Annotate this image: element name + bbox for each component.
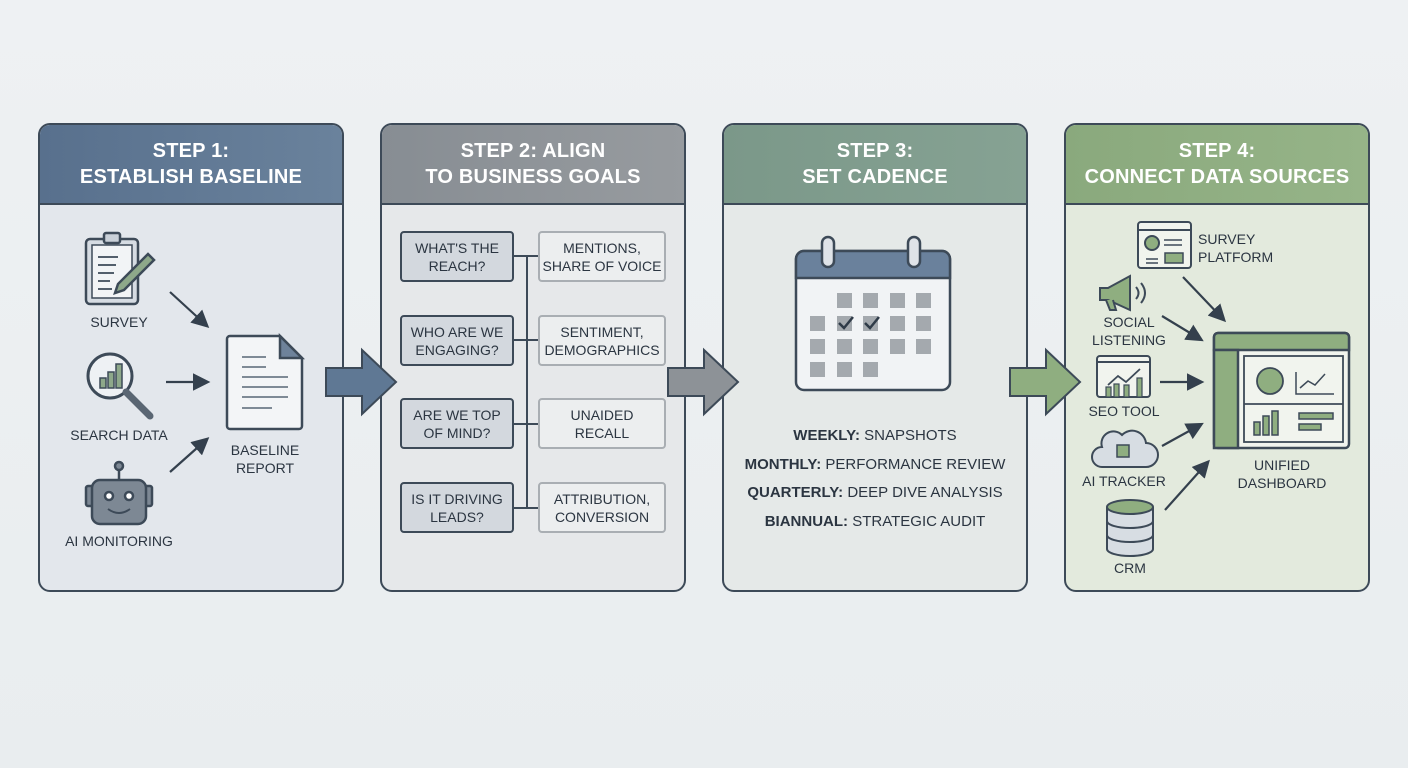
megaphone-icon xyxy=(1099,274,1146,312)
baseline-report-label: BASELINE REPORT xyxy=(231,441,299,477)
metric-line: MENTIONS, xyxy=(563,239,641,256)
cadence-period: QUARTERLY: xyxy=(747,484,844,501)
unified-dashboard-label: UNIFIED DASHBOARD xyxy=(1238,456,1327,492)
metric-line: DEMOGRAPHICS xyxy=(544,341,660,358)
dashboard-icon xyxy=(1212,331,1351,450)
clipboard-pencil-icon xyxy=(84,231,156,306)
step-arrow-2-3 xyxy=(667,347,740,417)
cadence-biannual: BIANNUAL: STRATEGIC AUDIT xyxy=(765,513,986,530)
step-3-subtitle: SET CADENCE xyxy=(802,166,948,188)
label-line: LISTENING xyxy=(1092,332,1166,348)
label-line: SOCIAL xyxy=(1103,314,1155,330)
calendar-icon xyxy=(794,235,952,392)
label-line: UNIFIED xyxy=(1254,457,1310,473)
social-listening-label: SOCIAL LISTENING xyxy=(1092,313,1166,349)
cadence-weekly: WEEKLY: SNAPSHOTS xyxy=(793,427,956,444)
ai-tracker-label: AI TRACKER xyxy=(1082,473,1166,489)
magnifier-chart-icon xyxy=(86,352,154,420)
step-4-header: STEP 4: CONNECT DATA SOURCES xyxy=(1066,125,1368,205)
seo-tool-label: SEO TOOL xyxy=(1088,403,1160,419)
step-4-flow-arrows xyxy=(1160,276,1227,511)
label-line: PLATFORM xyxy=(1198,249,1274,265)
database-icon xyxy=(1106,499,1154,557)
cadence-monthly: MONTHLY: PERFORMANCE REVIEW xyxy=(745,456,1006,473)
step-arrow-3-4 xyxy=(1009,347,1082,417)
step-4-title: STEP 4: xyxy=(1178,140,1256,162)
step-2-connectors xyxy=(514,255,538,509)
ai-monitoring-label: AI MONITORING xyxy=(65,533,173,549)
step-1-subtitle: ESTABLISH BASELINE xyxy=(79,166,303,188)
question-line: ARE WE TOP xyxy=(413,406,501,423)
metric-line: ATTRIBUTION, xyxy=(553,490,651,507)
metric-line: SHARE OF VOICE xyxy=(542,257,662,274)
question-line: IS IT DRIVING xyxy=(411,490,503,507)
baseline-report-line2: REPORT xyxy=(235,460,295,476)
step-1-flow-arrows xyxy=(166,291,211,473)
label-line: DASHBOARD xyxy=(1237,475,1327,491)
step-2-header: STEP 2: ALIGN TO BUSINESS GOALS xyxy=(382,125,684,205)
step-2-title: STEP 2: ALIGN xyxy=(460,140,606,162)
survey-label: SURVEY xyxy=(90,314,148,330)
metric-box: ATTRIBUTION,CONVERSION xyxy=(538,482,666,533)
cadence-task: SNAPSHOTS xyxy=(864,427,957,444)
question-line: ENGAGING? xyxy=(415,341,499,358)
survey-platform-label: SURVEY PLATFORM xyxy=(1198,230,1273,266)
label-line: SURVEY xyxy=(1198,231,1256,247)
step-arrow-1-2 xyxy=(325,347,398,417)
survey-platform-icon xyxy=(1137,221,1192,269)
metric-box: MENTIONS,SHARE OF VOICE xyxy=(538,231,666,282)
cadence-task: PERFORMANCE REVIEW xyxy=(825,456,1006,473)
seo-tool-icon xyxy=(1096,355,1151,398)
cadence-task: STRATEGIC AUDIT xyxy=(852,513,986,530)
metric-line: CONVERSION xyxy=(554,508,650,525)
step-4-subtitle: CONNECT DATA SOURCES xyxy=(1084,166,1350,188)
question-line: LEADS? xyxy=(430,508,484,525)
step-1-header: STEP 1: ESTABLISH BASELINE xyxy=(40,125,342,205)
cloud-chip-icon xyxy=(1091,429,1159,468)
document-icon xyxy=(225,332,306,431)
search-data-label: SEARCH DATA xyxy=(70,427,168,443)
crm-label: CRM xyxy=(1114,560,1146,576)
cadence-quarterly: QUARTERLY: DEEP DIVE ANALYSIS xyxy=(747,484,1002,501)
question-line: WHAT'S THE xyxy=(415,239,499,256)
cadence-period: BIANNUAL: xyxy=(764,513,849,530)
metric-line: SENTIMENT, xyxy=(560,323,644,340)
question-line: OF MIND? xyxy=(423,424,491,441)
step-2-subtitle: TO BUSINESS GOALS xyxy=(425,166,641,188)
cadence-task: DEEP DIVE ANALYSIS xyxy=(847,484,1003,501)
metric-line: RECALL xyxy=(574,424,630,441)
cadence-period: WEEKLY: xyxy=(793,427,860,444)
step-3-header: STEP 3: SET CADENCE xyxy=(724,125,1026,205)
question-line: REACH? xyxy=(428,257,486,274)
step-1-title: STEP 1: xyxy=(152,140,230,162)
question-line: WHO ARE WE xyxy=(410,323,504,340)
metric-box: SENTIMENT,DEMOGRAPHICS xyxy=(538,315,666,366)
baseline-report-line1: BASELINE xyxy=(230,442,300,458)
metric-line: UNAIDED xyxy=(570,406,634,423)
step-3-title: STEP 3: xyxy=(836,140,914,162)
cadence-period: MONTHLY: xyxy=(744,456,822,473)
robot-icon xyxy=(84,460,154,526)
